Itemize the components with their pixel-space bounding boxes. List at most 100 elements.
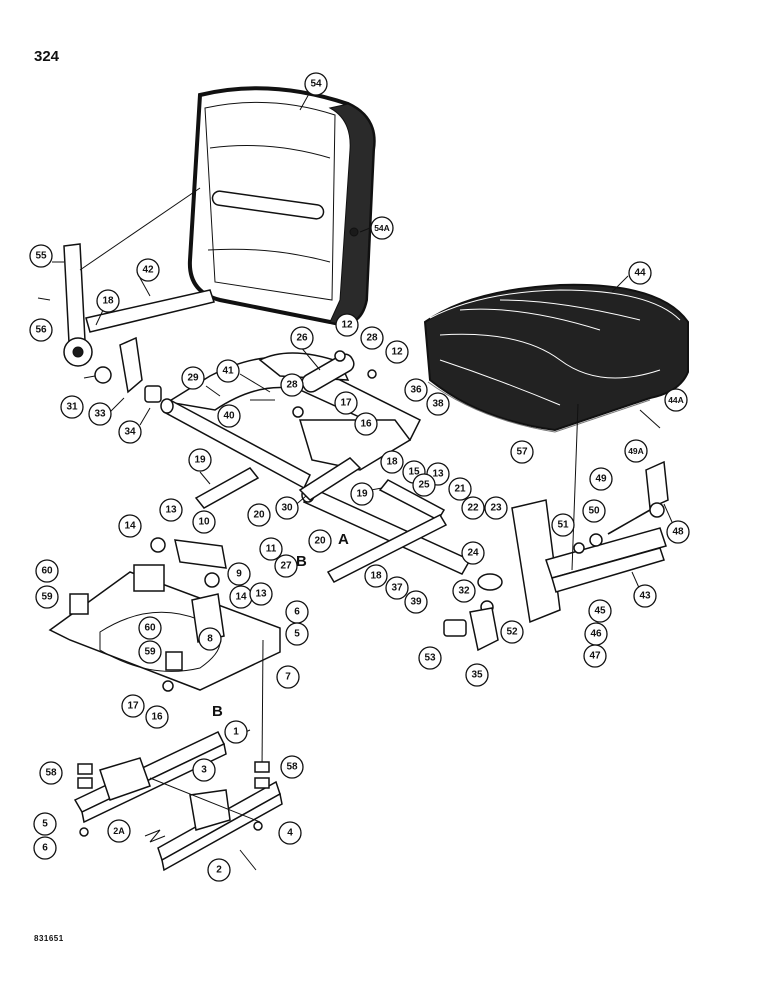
svg-text:18: 18 bbox=[386, 457, 398, 468]
svg-text:5: 5 bbox=[294, 629, 300, 640]
cross-tubes bbox=[160, 398, 472, 583]
section-label-b-upper: B bbox=[296, 553, 307, 570]
callout-14-lower: 14 bbox=[229, 585, 253, 609]
slide-rails bbox=[73, 731, 283, 872]
callout-58-left: 58 bbox=[39, 761, 63, 785]
svg-text:47: 47 bbox=[589, 651, 601, 662]
svg-text:45: 45 bbox=[594, 606, 606, 617]
svg-text:37: 37 bbox=[391, 583, 403, 594]
svg-text:50: 50 bbox=[588, 506, 600, 517]
callout-54a: 54A bbox=[370, 216, 394, 240]
callout-48: 48 bbox=[666, 520, 690, 544]
svg-text:53: 53 bbox=[424, 653, 436, 664]
callout-46: 46 bbox=[584, 622, 608, 646]
callout-44: 44 bbox=[628, 261, 652, 285]
svg-text:35: 35 bbox=[471, 670, 483, 681]
svg-text:17: 17 bbox=[127, 701, 139, 712]
callout-41: 41 bbox=[216, 359, 240, 383]
callout-35: 35 bbox=[465, 663, 489, 687]
callout-1: 1 bbox=[224, 720, 248, 744]
callout-17-lower: 17 bbox=[121, 694, 145, 718]
svg-text:30: 30 bbox=[281, 503, 293, 514]
svg-text:4: 4 bbox=[287, 828, 293, 839]
svg-text:13: 13 bbox=[432, 469, 444, 480]
back-hinge-bracket bbox=[63, 187, 215, 403]
svg-text:34: 34 bbox=[124, 427, 136, 438]
svg-text:46: 46 bbox=[590, 629, 602, 640]
callout-60-lower: 60 bbox=[138, 616, 162, 640]
svg-text:57: 57 bbox=[516, 447, 528, 458]
svg-text:39: 39 bbox=[410, 597, 422, 608]
svg-text:51: 51 bbox=[557, 520, 569, 531]
callout-13-lower: 13 bbox=[249, 582, 273, 606]
callout-57: 57 bbox=[510, 440, 534, 464]
svg-text:13: 13 bbox=[255, 589, 267, 600]
svg-text:44A: 44A bbox=[668, 395, 684, 405]
callout-19-lower: 19 bbox=[350, 482, 374, 506]
callout-39: 39 bbox=[404, 590, 428, 614]
callout-33: 33 bbox=[88, 402, 112, 426]
callout-29: 29 bbox=[181, 366, 205, 390]
callout-19-upper: 19 bbox=[188, 448, 212, 472]
svg-text:14: 14 bbox=[235, 592, 247, 603]
svg-text:6: 6 bbox=[294, 607, 300, 618]
svg-text:54: 54 bbox=[310, 79, 322, 90]
svg-text:60: 60 bbox=[41, 566, 53, 577]
section-label-a-lower: A bbox=[338, 531, 349, 548]
callout-18-lower: 18 bbox=[364, 564, 388, 588]
svg-text:59: 59 bbox=[144, 647, 156, 658]
callout-18-upper-left: 18 bbox=[96, 289, 120, 313]
callout-34: 34 bbox=[118, 420, 142, 444]
callout-5-upper: 5 bbox=[285, 622, 309, 646]
callout-14-upper: 14 bbox=[118, 514, 142, 538]
callout-20-lower: 20 bbox=[308, 529, 332, 553]
callout-45: 45 bbox=[588, 599, 612, 623]
svg-text:2A: 2A bbox=[113, 826, 125, 836]
svg-text:60: 60 bbox=[144, 623, 156, 634]
callout-44a: 44A bbox=[664, 388, 688, 412]
callout-25: 25 bbox=[412, 473, 436, 497]
svg-text:10: 10 bbox=[198, 517, 210, 528]
callout-47: 47 bbox=[583, 644, 607, 668]
callout-49: 49 bbox=[589, 467, 613, 491]
callout-49a: 49A bbox=[624, 439, 648, 463]
svg-text:5: 5 bbox=[42, 819, 48, 830]
callout-3: 3 bbox=[192, 758, 216, 782]
svg-text:58: 58 bbox=[286, 762, 298, 773]
callout-11: 11 bbox=[259, 537, 283, 561]
callout-60-upper: 60 bbox=[35, 559, 59, 583]
callout-52: 52 bbox=[500, 620, 524, 644]
svg-text:18: 18 bbox=[370, 571, 382, 582]
callout-28-right: 28 bbox=[360, 326, 384, 350]
svg-text:48: 48 bbox=[672, 527, 684, 538]
callout-21: 21 bbox=[448, 477, 472, 501]
callout-26: 26 bbox=[290, 326, 314, 350]
svg-text:43: 43 bbox=[639, 591, 651, 602]
callout-54: 54 bbox=[304, 72, 328, 96]
callout-43: 43 bbox=[633, 584, 657, 608]
page-number: 324 bbox=[34, 48, 60, 65]
svg-text:38: 38 bbox=[432, 399, 444, 410]
callout-59-lower: 59 bbox=[138, 640, 162, 664]
svg-text:1: 1 bbox=[233, 727, 239, 738]
callout-6-upper: 6 bbox=[285, 600, 309, 624]
callout-17-upper: 17 bbox=[334, 391, 358, 415]
callout-6-lower: 6 bbox=[33, 836, 57, 860]
callout-56: 56 bbox=[29, 318, 53, 342]
callout-13-left: 13 bbox=[159, 498, 183, 522]
svg-text:20: 20 bbox=[253, 510, 265, 521]
svg-text:33: 33 bbox=[94, 409, 106, 420]
svg-text:18: 18 bbox=[102, 296, 114, 307]
callout-12-right: 12 bbox=[385, 340, 409, 364]
section-label-b-lower: B bbox=[212, 703, 223, 720]
svg-text:32: 32 bbox=[458, 586, 470, 597]
callout-2: 2 bbox=[207, 858, 231, 882]
svg-text:59: 59 bbox=[41, 592, 53, 603]
svg-text:21: 21 bbox=[454, 484, 466, 495]
callout-10: 10 bbox=[192, 510, 216, 534]
callout-18-middle: 18 bbox=[380, 450, 404, 474]
svg-text:12: 12 bbox=[341, 320, 353, 331]
callout-32: 32 bbox=[452, 579, 476, 603]
svg-text:55: 55 bbox=[35, 251, 47, 262]
svg-text:22: 22 bbox=[467, 503, 479, 514]
